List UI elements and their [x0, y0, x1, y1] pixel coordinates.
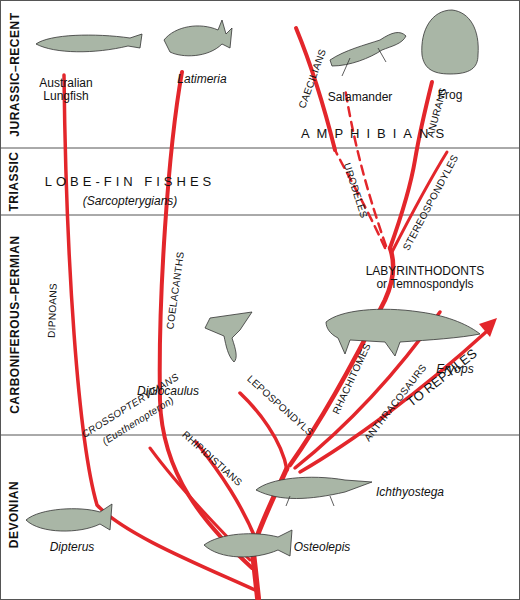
group-label: (Sarcopterygians) — [83, 195, 178, 208]
osteolepis — [204, 530, 292, 557]
group-label: LOBE-FIN FISHES — [45, 175, 216, 189]
period-label: TRIASSIC — [8, 152, 21, 212]
organism-name: Latimeria — [177, 73, 226, 86]
organism-name: Ichthyostega — [376, 486, 444, 499]
group-label: COELACANTHS — [164, 250, 186, 329]
group-label: DIPNOANS — [46, 283, 59, 338]
eryops — [326, 309, 480, 356]
dipterus — [26, 504, 112, 531]
group-label: URODELES — [342, 161, 370, 219]
lungfish — [36, 34, 142, 52]
organism-name: Osteolepis — [294, 541, 351, 554]
group-label: STEREOSPONDYLES — [400, 152, 460, 251]
group-label: LABYRINTHODONTS or Temnospondyls — [360, 265, 490, 291]
period-label: DEVONIAN — [8, 481, 21, 548]
organism-name: Australian Lungfish — [26, 77, 106, 103]
organism-name: Dipterus — [50, 541, 95, 554]
period-label: JURASSIC–RECENT — [8, 13, 21, 137]
branches — [64, 28, 486, 598]
group-label: RHIPIDISTIANS — [180, 428, 244, 487]
salamander — [330, 33, 406, 76]
group-label: LEPOSPONDYLS — [245, 373, 315, 438]
arrowhead — [479, 318, 497, 337]
frog — [422, 10, 478, 74]
ichthyostega — [256, 477, 372, 506]
diplocaulus — [205, 312, 252, 362]
period-label: CARBONIFEROUS–PERMIAN — [8, 236, 21, 415]
latimeria — [164, 20, 232, 56]
organism-name: Salamander — [328, 91, 393, 104]
